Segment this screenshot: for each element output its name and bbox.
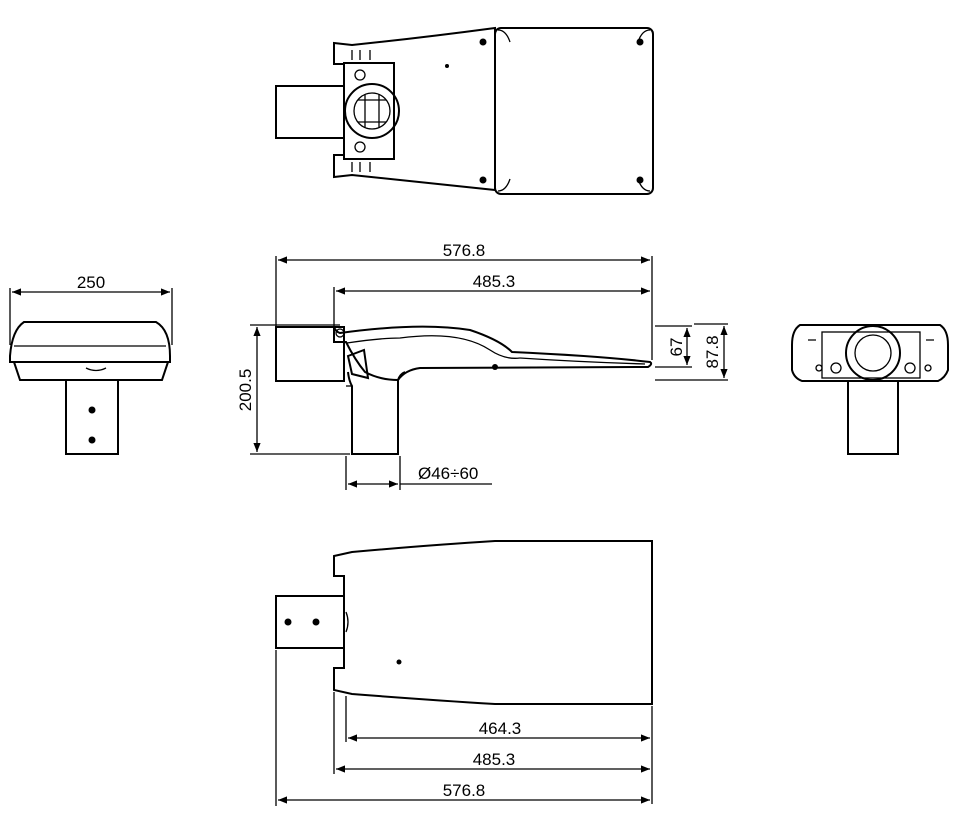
dim-pipe-diameter: Ø46÷60 (418, 464, 478, 483)
dim-side-total-height: 200.5 (236, 369, 255, 412)
dim-bottom-overall: 576.8 (443, 781, 486, 800)
dim-side-overall: 576.8 (443, 241, 486, 260)
rear-view (791, 324, 949, 455)
bottom-view: 464.3 485.3 576.8 (275, 540, 653, 806)
dim-side-height-87: 87.8 (703, 335, 722, 368)
front-view: 250 (9, 273, 173, 455)
dim-front-width: 250 (77, 273, 105, 292)
dim-bottom-inner: 464.3 (479, 719, 522, 738)
dim-side-arm: 485.3 (473, 272, 516, 291)
dim-bottom-arm: 485.3 (473, 750, 516, 769)
dim-side-height-67: 67 (667, 338, 686, 357)
top-view (275, 26, 654, 195)
side-view: 576.8 485.3 67 87.8 200.5 Ø46÷60 (236, 241, 728, 490)
